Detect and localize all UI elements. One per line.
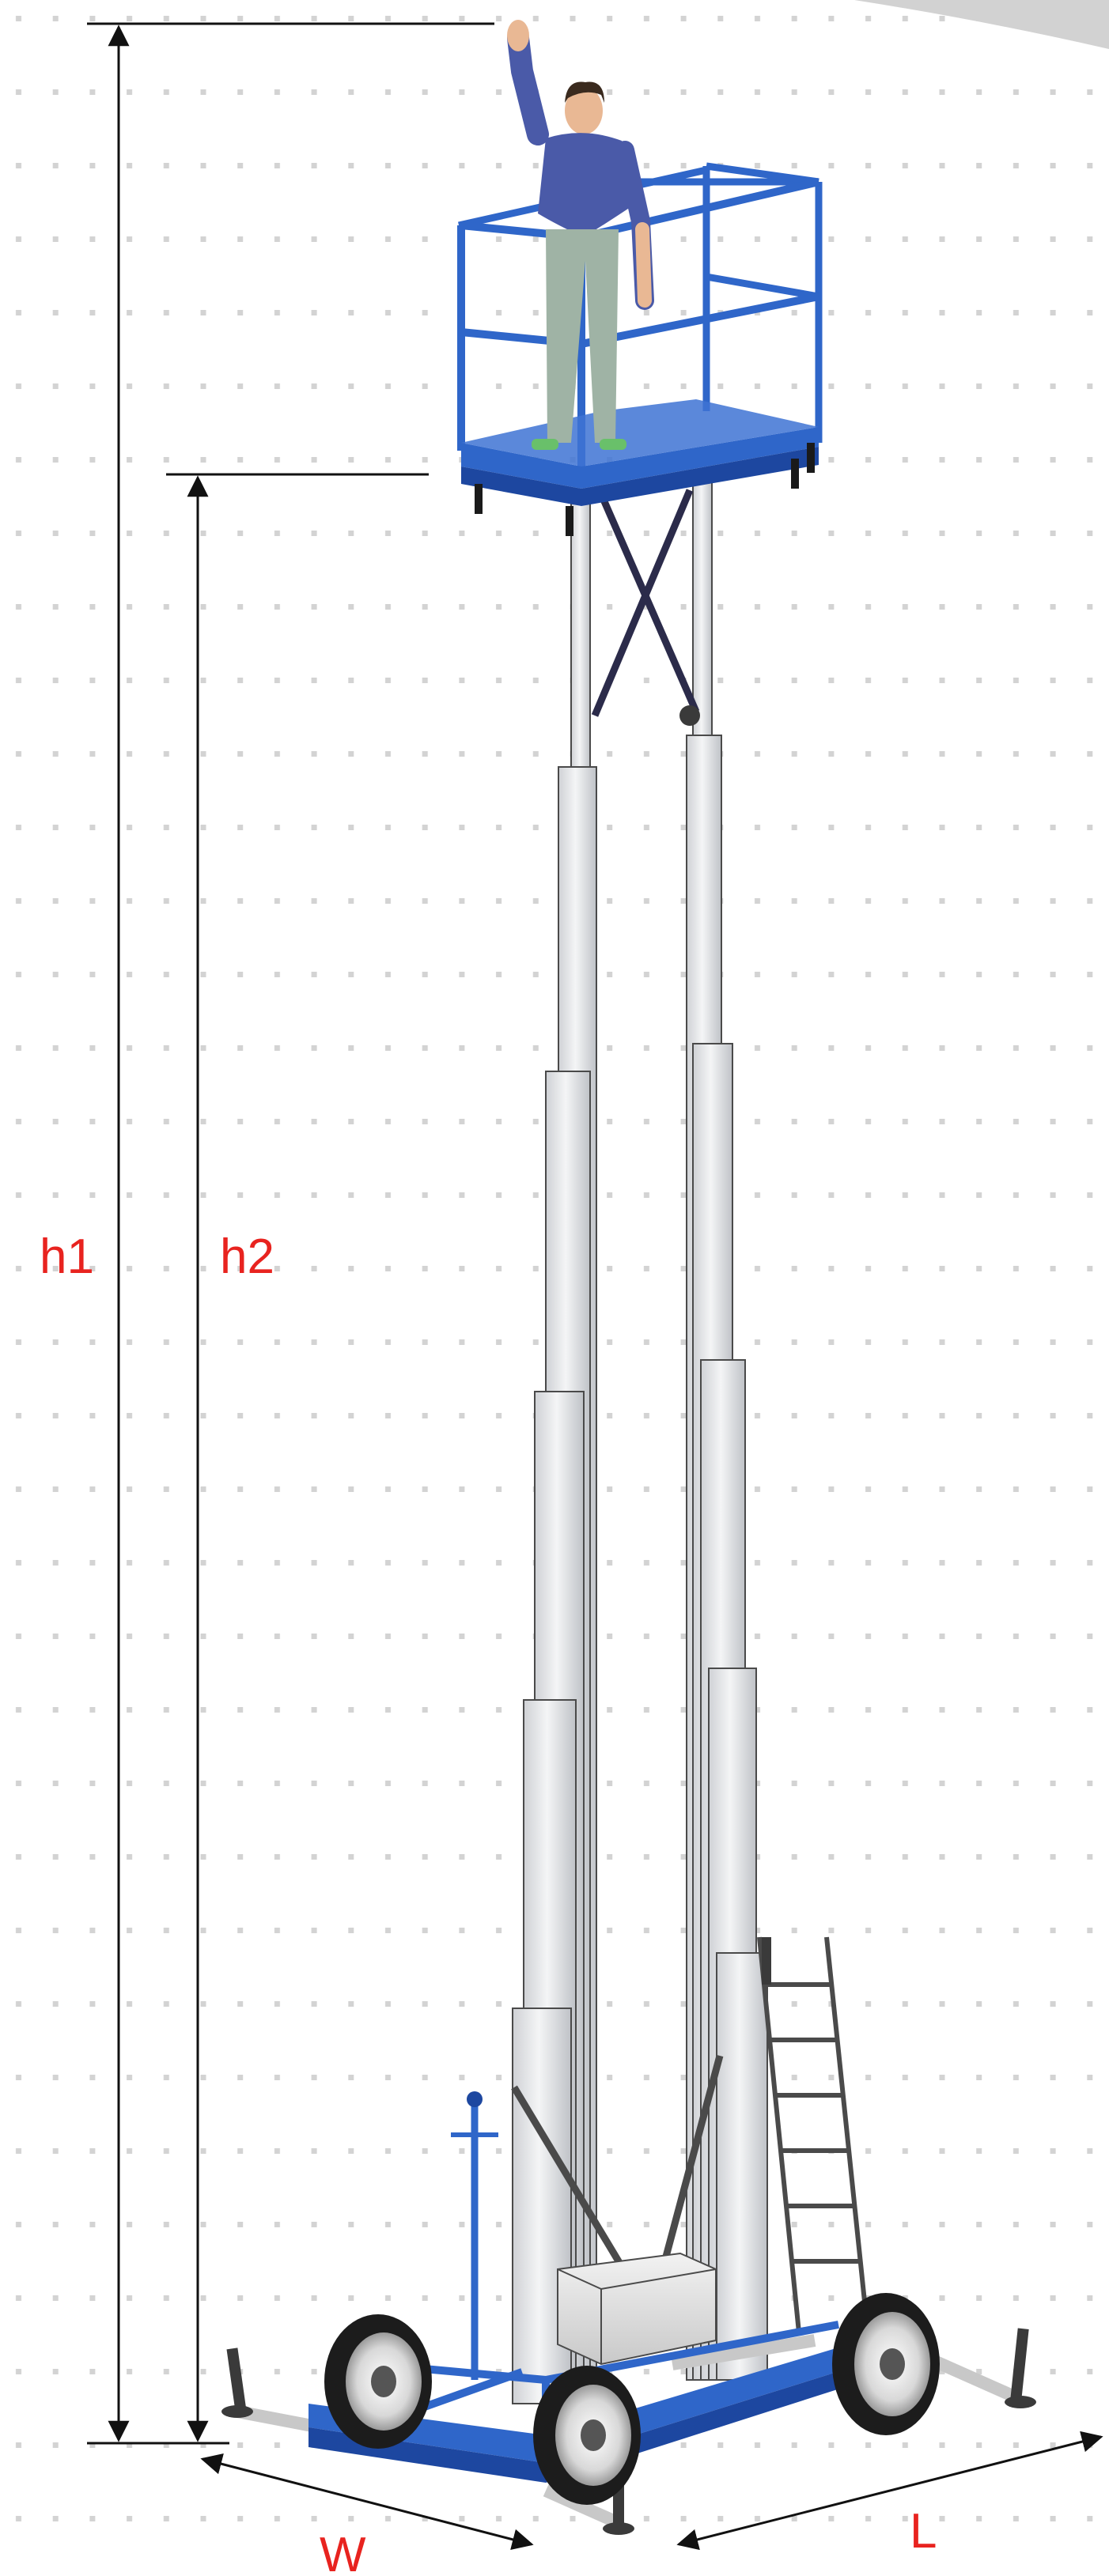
dimension-w bbox=[200, 2453, 534, 2550]
power-unit-box bbox=[557, 2252, 717, 2366]
label-w: W bbox=[320, 2528, 366, 2576]
wheel-rear-right bbox=[832, 2293, 940, 2435]
label-h1: h1 bbox=[40, 1229, 94, 1284]
ladder-icon bbox=[757, 1936, 869, 2333]
label-h2: h2 bbox=[220, 1229, 274, 1284]
dimension-l bbox=[676, 2431, 1103, 2551]
dimension-h1 bbox=[87, 22, 494, 2445]
tow-handle bbox=[451, 2091, 498, 2380]
right-mast bbox=[686, 482, 768, 2381]
right-diagonal-strut bbox=[657, 2054, 724, 2279]
outrigger-foot-icon bbox=[221, 1937, 1036, 2535]
wheel-front-right bbox=[533, 2366, 641, 2505]
corner-swoosh-decoration bbox=[854, 0, 1109, 49]
wheel-icon bbox=[324, 2293, 940, 2505]
wheel-front-left bbox=[324, 2314, 432, 2449]
platform-x-brace bbox=[591, 489, 700, 726]
dimension-h2 bbox=[166, 473, 429, 2442]
person-waving-icon bbox=[507, 20, 654, 450]
mast-assembly bbox=[511, 482, 768, 2404]
label-l: L bbox=[910, 2504, 937, 2559]
left-diagonal-strut bbox=[511, 2085, 636, 2287]
